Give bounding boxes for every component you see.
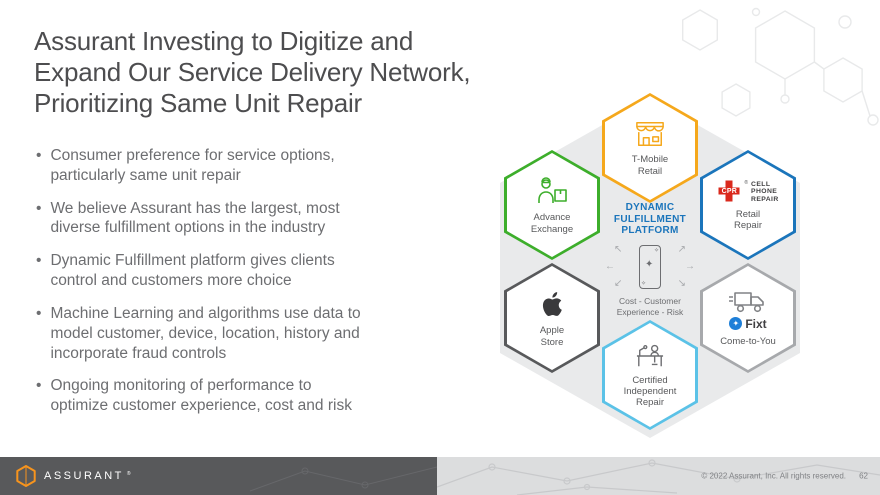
- bullet-marker: •: [36, 147, 42, 164]
- bullet-text: We believe Assurant has the largest, mos…: [50, 199, 340, 237]
- arrow-right-icon: →: [685, 260, 695, 272]
- bullet-item: • Consumer preference for service option…: [36, 146, 476, 186]
- node-label: Advance Exchange: [530, 212, 574, 235]
- footer-network-pattern: [437, 459, 880, 495]
- platform-center: DYNAMIC FULFILLMENT PLATFORM ← ↖ ↙ → ↗ ↘…: [590, 202, 710, 318]
- node-label: Retail Repair: [734, 209, 762, 232]
- bullet-marker: •: [36, 199, 42, 217]
- node-label: T-Mobile Retail: [631, 154, 669, 177]
- fixt-star-icon: ✦: [729, 317, 743, 331]
- bullet-item: • Dynamic Fulfillment platform gives cli…: [36, 251, 476, 291]
- registered-mark: ®: [744, 179, 749, 186]
- bullet-marker: •: [36, 252, 42, 270]
- bullet-text: Machine Learning and algorithms use data…: [50, 304, 361, 362]
- hex-node-certified-independent-repair-inner: Certified Independent Repair: [605, 323, 695, 427]
- cpr-logo: CPR ® CELL PHONE REPAIR: [717, 179, 778, 204]
- delivery-person-icon: [538, 177, 567, 204]
- hex-node-come-to-you-inner: ✦ Fixt Come-to-You: [703, 266, 793, 370]
- slide-title: Assurant Investing to Digitize and Expan…: [34, 26, 471, 119]
- node-label: Apple Store: [539, 325, 565, 348]
- bullet-item: • Ongoing monitoring of performance to o…: [36, 376, 476, 416]
- hex-node-tmobile-retail-inner: T-Mobile Retail: [605, 96, 695, 200]
- arrow-down-right-icon: ↘: [677, 277, 686, 289]
- node-label: Certified Independent Repair: [623, 374, 677, 409]
- cpr-word-cell: CELL: [751, 180, 771, 188]
- phone-icon: ✦ ✧ ✧: [639, 244, 661, 289]
- sparkle-icon: ✦: [645, 258, 654, 270]
- bullet-item: • Machine Learning and algorithms use da…: [36, 304, 476, 363]
- registered-mark: ®: [126, 471, 131, 477]
- hex-node-advance-exchange: Advance Exchange: [504, 150, 600, 260]
- apple-logo-icon: [542, 292, 562, 317]
- bullet-item: • We believe Assurant has the largest, m…: [36, 199, 476, 239]
- cpr-word-phone: PHONE: [751, 188, 778, 196]
- hexagon-pattern-decoration: [682, 7, 879, 126]
- hex-node-retail-repair-inner: CPR ® CELL PHONE REPAIR Retail Repair: [703, 153, 793, 257]
- footer-dark-pattern: [249, 466, 437, 492]
- assurant-logo-mark: [16, 465, 36, 487]
- fulfillment-diagram: T-Mobile Retail Advance Exchange: [478, 86, 822, 454]
- red-cross-icon: [718, 180, 740, 202]
- footer-brand-bar: ASSURANT ®: [0, 457, 437, 495]
- footer-meta-bar: © 2022 Assurant, Inc. All rights reserve…: [437, 457, 880, 495]
- arrow-down-left-icon: ↙: [614, 277, 623, 289]
- smartphone-dispatch-icon: ← ↖ ↙ → ↗ ↘ ✦ ✧ ✧: [590, 240, 710, 294]
- node-label: Come-to-You: [720, 335, 776, 347]
- fixt-wordmark: Fixt: [745, 316, 767, 331]
- fixt-logo: ✦ Fixt: [729, 316, 767, 331]
- footer: ASSURANT ® © 2022 Assurant, Inc. All rig…: [0, 457, 880, 495]
- assurant-logo-text: ASSURANT: [44, 470, 124, 482]
- arrow-left-icon: ←: [605, 260, 615, 272]
- technician-desk-icon: [636, 344, 664, 366]
- bullet-text: Consumer preference for service options,…: [50, 147, 335, 184]
- copyright-text: © 2022 Assurant, Inc. All rights reserve…: [701, 471, 846, 481]
- bullet-text: Dynamic Fulfillment platform gives clien…: [50, 252, 335, 290]
- bullet-marker: •: [36, 304, 42, 322]
- bullet-marker: •: [36, 377, 42, 395]
- hex-node-advance-exchange-inner: Advance Exchange: [507, 153, 597, 257]
- bullet-list: • Consumer preference for service option…: [36, 146, 476, 429]
- platform-subtitle: Cost - Customer Experience - Risk: [616, 295, 684, 317]
- bullet-text: Ongoing monitoring of performance to opt…: [50, 377, 352, 415]
- hex-node-apple-store-inner: Apple Store: [507, 266, 597, 370]
- cpr-cross-icon: CPR: [717, 179, 741, 203]
- arrow-up-right-icon: ↗: [677, 243, 686, 255]
- cpr-wordmark: CELL PHONE REPAIR: [751, 181, 779, 204]
- platform-title: DYNAMIC FULFILLMENT PLATFORM: [613, 202, 687, 236]
- arrow-up-left-icon: ↖: [614, 243, 623, 255]
- assurant-logo: ASSURANT ®: [16, 465, 131, 487]
- hex-node-apple-store: Apple Store: [504, 263, 600, 373]
- sparkle-icon: ✧: [653, 247, 659, 254]
- hex-node-come-to-you: ✦ Fixt Come-to-You: [700, 263, 796, 373]
- hex-node-certified-independent-repair: Certified Independent Repair: [602, 320, 698, 430]
- page-number: 62: [859, 471, 868, 481]
- cpr-word-repair: REPAIR: [751, 196, 779, 204]
- truck-icon: [729, 292, 764, 312]
- sparkle-icon: ✧: [641, 280, 647, 287]
- storefront-icon: [636, 122, 664, 147]
- cpr-abbr-text: CPR: [721, 187, 738, 195]
